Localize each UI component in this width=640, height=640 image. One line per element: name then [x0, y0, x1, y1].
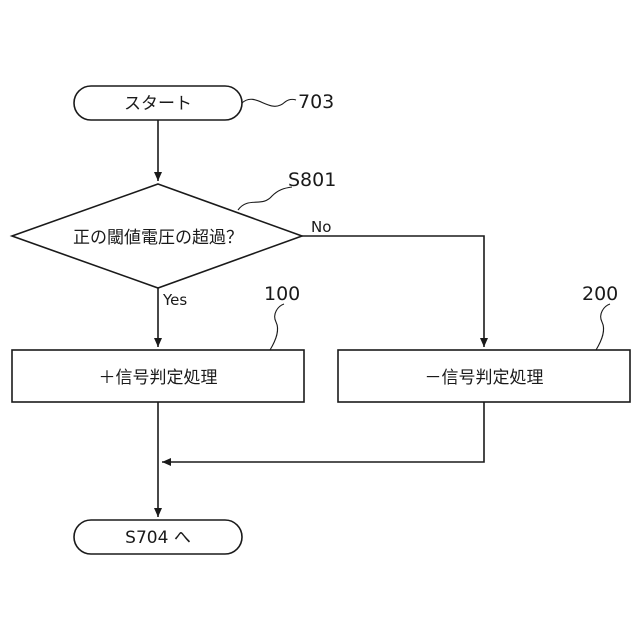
process-plus-label: ＋信号判定処理: [99, 368, 218, 388]
arrow-merge: [162, 402, 484, 462]
start-ref: 703: [298, 91, 334, 113]
no-label: No: [311, 218, 331, 236]
process-plus-ref-leader: [270, 304, 284, 350]
process-minus-ref-leader: [596, 304, 610, 350]
process-plus-box: ＋信号判定処理: [12, 350, 304, 402]
decision-label: 正の閾値電圧の超過？: [73, 228, 243, 248]
process-minus-label: －信号判定処理: [425, 368, 544, 388]
process-minus-box: －信号判定処理: [338, 350, 630, 402]
decision-ref-leader: [238, 187, 292, 210]
end-terminal: S704 へ: [74, 520, 242, 554]
start-ref-leader: [242, 99, 296, 106]
arrow-no-branch: [302, 236, 484, 347]
start-terminal: スタート: [74, 86, 242, 120]
decision-diamond: 正の閾値電圧の超過？: [12, 184, 302, 288]
process-plus-ref: 100: [264, 283, 300, 305]
yes-label: Yes: [162, 291, 187, 309]
start-label: スタート: [124, 94, 192, 114]
end-label: S704 へ: [125, 528, 191, 548]
decision-ref: S801: [288, 169, 336, 191]
process-minus-ref: 200: [582, 283, 618, 305]
